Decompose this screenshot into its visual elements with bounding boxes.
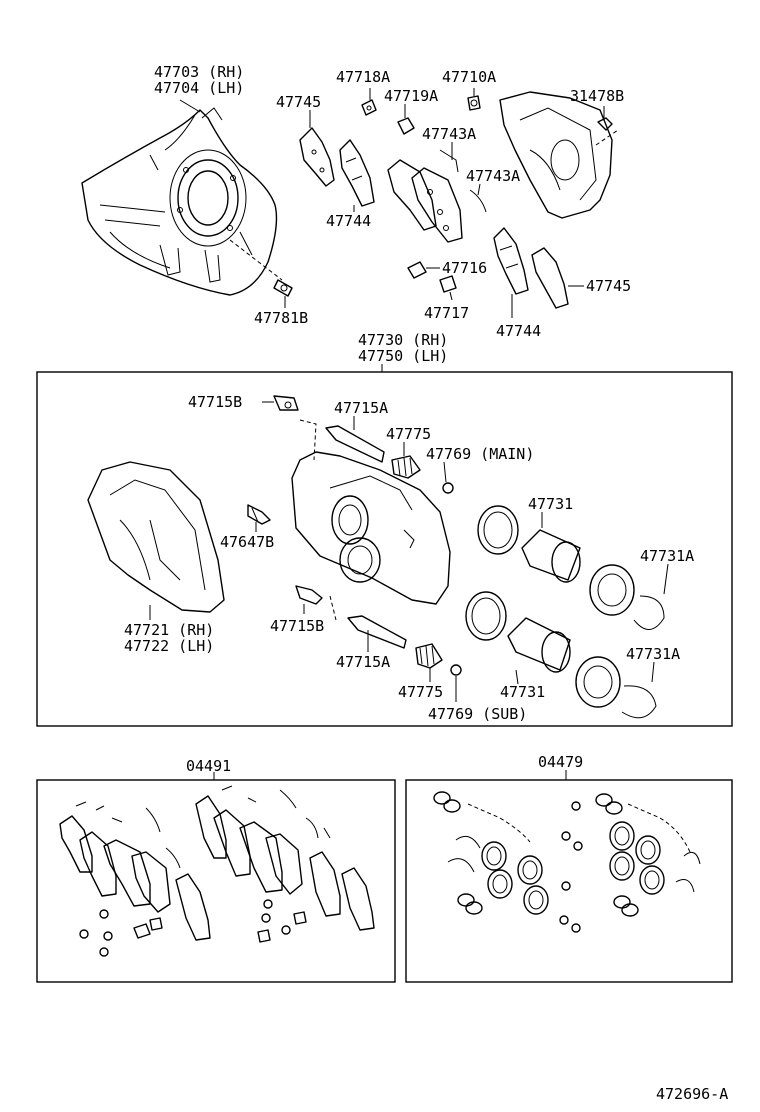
label-47775-top: 47775 — [386, 425, 431, 443]
diagram-reference-number: 472696-A — [656, 1085, 728, 1103]
label-47718a: 47718A — [336, 68, 390, 86]
label-47745-right: 47745 — [586, 277, 631, 295]
label-47743a-2: 47743A — [466, 167, 520, 185]
label-47703: 47703 (RH) — [154, 63, 244, 81]
anti-squeal-shim-47745-right-part — [531, 247, 569, 309]
boot-47775-bottom-part — [415, 643, 443, 669]
label-47775-bottom: 47775 — [398, 683, 443, 701]
anti-squeal-shim-47744-right-part — [493, 227, 529, 295]
clip-47719a-part — [397, 117, 415, 135]
dust-cover-part — [81, 107, 278, 296]
label-47715a-bottom: 47715A — [336, 653, 390, 671]
label-31478b: 31478B — [570, 87, 624, 105]
nut-47769-main-part — [442, 482, 454, 494]
label-47715b-bottom: 47715B — [270, 617, 324, 635]
piston-47731-top-part — [477, 505, 581, 583]
label-47721: 47721 (RH) — [124, 621, 214, 639]
seal-kit-contents — [433, 791, 701, 933]
label-47719a: 47719A — [384, 87, 438, 105]
label-47647b: 47647B — [220, 533, 274, 551]
piston-seal-47731a-top-part — [589, 564, 665, 630]
label-47743a-1: 47743A — [422, 125, 476, 143]
boot-47775-top-part — [391, 455, 421, 479]
label-47722: 47722 (LH) — [124, 637, 214, 655]
clip-47718a-part — [361, 99, 377, 116]
clip-47716-part — [407, 261, 427, 279]
bolt-47710a-part — [467, 95, 481, 111]
nut-31478b-part — [595, 117, 619, 146]
label-47704: 47704 (LH) — [154, 79, 244, 97]
label-47717: 47717 — [424, 304, 469, 322]
clip-47717-part — [439, 275, 457, 293]
caliper-assembly-box — [36, 371, 733, 727]
label-47715a-top: 47715A — [334, 399, 388, 417]
piston-47731-bottom-part — [465, 591, 571, 673]
label-47731-top: 47731 — [528, 495, 573, 513]
spring-47743a-part — [439, 149, 487, 213]
label-47750: 47750 (LH) — [358, 347, 448, 365]
nut-47769-sub-part — [450, 664, 462, 676]
label-47781b: 47781B — [254, 309, 308, 327]
label-47716: 47716 — [442, 259, 487, 277]
bolt-47715b-top-part — [273, 395, 299, 411]
anti-squeal-shim-47745-part — [299, 127, 335, 187]
caliper-body-part — [291, 451, 451, 605]
caliper-cylinder-part — [499, 91, 613, 219]
label-47715b-top: 47715B — [188, 393, 242, 411]
anti-squeal-shim-47744-part — [339, 139, 375, 207]
bolt-47781b-part — [229, 239, 293, 297]
pin-47715a-bottom-part — [329, 595, 407, 649]
caliper-mounting-part — [87, 461, 225, 613]
label-47745-top: 47745 — [276, 93, 321, 111]
label-47731-bottom: 47731 — [500, 683, 545, 701]
label-04491: 04491 — [186, 757, 231, 775]
piston-seal-47731a-bottom-part — [575, 656, 657, 719]
pad-kit-box — [36, 779, 396, 983]
label-47769-sub: 47769 (SUB) — [428, 705, 527, 723]
seal-kit-box — [405, 779, 733, 983]
label-04479: 04479 — [538, 753, 583, 771]
label-47744-top: 47744 — [326, 212, 371, 230]
label-47730: 47730 (RH) — [358, 331, 448, 349]
part-number-labels: 47703 (RH) 47704 (LH) 47781B 47745 47744… — [124, 63, 728, 1103]
bushing-47647b-part — [247, 504, 271, 525]
bolt-47715b-bottom-part — [295, 585, 323, 605]
label-47710a: 47710A — [442, 68, 496, 86]
brake-pad-set-part — [387, 159, 463, 243]
pin-47715a-top-part — [299, 419, 385, 463]
label-47744-right: 47744 — [496, 322, 541, 340]
label-47769-main: 47769 (MAIN) — [426, 445, 534, 463]
pad-kit-contents — [59, 785, 375, 957]
label-47731a-top: 47731A — [640, 547, 694, 565]
label-47731a-bottom: 47731A — [626, 645, 680, 663]
